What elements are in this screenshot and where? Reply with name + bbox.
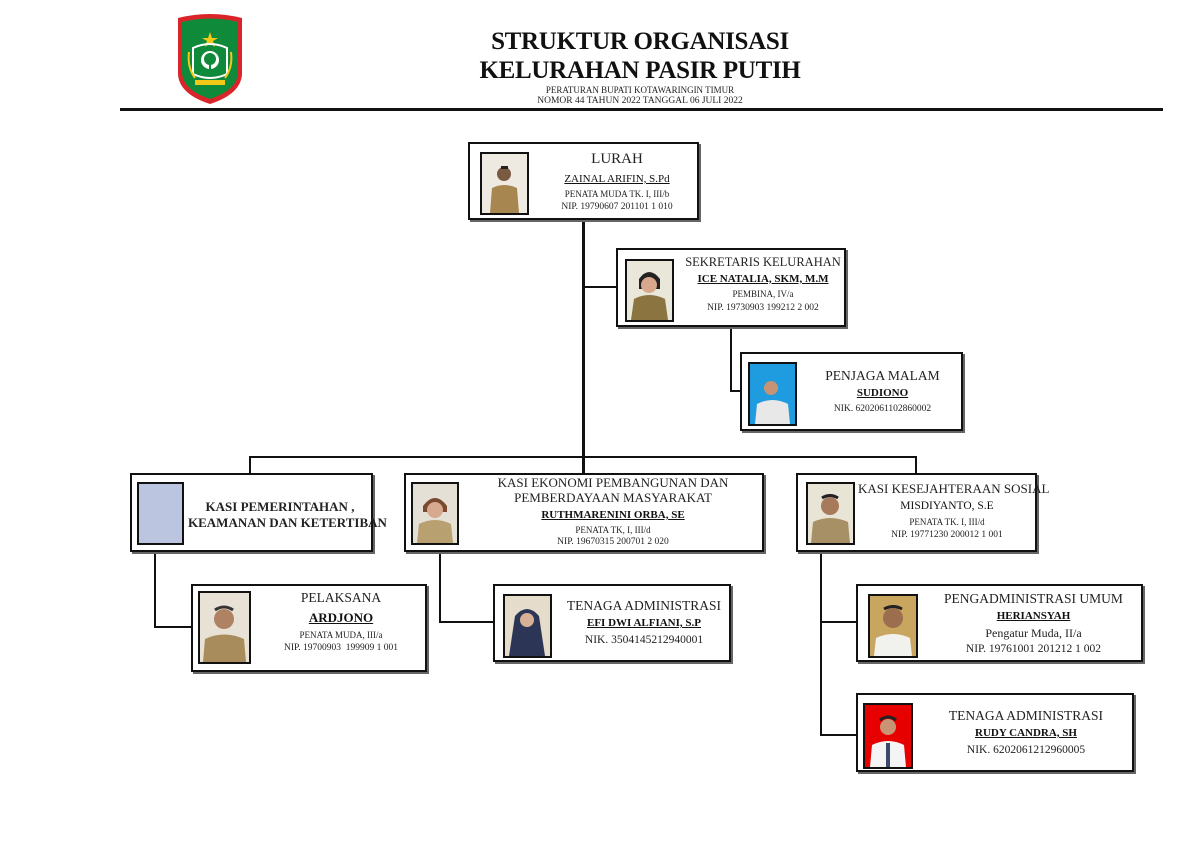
connector-to-kasi-ekonomi bbox=[582, 456, 585, 474]
nip-sekretaris: NIP. 19730903 199212 2 002 bbox=[707, 302, 819, 313]
role-kasi-ekonomi-line2: PEMBERDAYAAN MASYARAKAT bbox=[514, 489, 712, 505]
regency-emblem-logo bbox=[175, 12, 245, 106]
name-kasi-kesejahteraan: MISDIYANTO, S.E bbox=[900, 500, 994, 513]
connector-to-penjaga bbox=[730, 390, 741, 392]
role-lurah: LURAH bbox=[591, 151, 643, 167]
connector-ekonomi-down bbox=[439, 551, 441, 623]
role-kasi-ekonomi-line1: KASI EKONOMI PEMBANGUNAN DAN bbox=[497, 475, 729, 490]
node-penjaga-malam: PENJAGA MALAM SUDIONO NIK. 6202061102860… bbox=[740, 352, 963, 431]
photo-lurah bbox=[480, 152, 529, 215]
rank-kasi-ekonomi: PENATA TK, I, III/d bbox=[575, 524, 651, 535]
nip-lurah: NIP. 19790607 201101 1 010 bbox=[561, 201, 673, 212]
role-sekretaris: SEKRETARIS KELURAHAN bbox=[685, 255, 841, 269]
nip-kasi-ekonomi: NIP. 19670315 200701 2 020 bbox=[557, 536, 669, 547]
nip-pelaksana: NIP. 19700903 199909 1 001 bbox=[283, 643, 398, 654]
nik-tenaga-administrasi-1: NIK. 3504145212940001 bbox=[584, 633, 704, 646]
nip-pengadministrasi-umum: NIP. 19761001 201212 1 002 bbox=[965, 642, 1102, 655]
node-tenaga-administrasi-2: TENAGA ADMINISTRASI RUDY CANDRA, SH NIK.… bbox=[856, 693, 1134, 772]
name-pengadministrasi-umum: HERIANSYAH bbox=[996, 609, 1071, 622]
photo-tenaga-administrasi-1 bbox=[503, 594, 552, 658]
nik-tenaga-administrasi-2: NIK. 6202061212960005 bbox=[966, 743, 1086, 756]
connector-kesejahteraan-down bbox=[820, 551, 822, 736]
photo-sekretaris bbox=[625, 259, 674, 322]
name-penjaga-malam: SUDIONO bbox=[856, 386, 909, 399]
nip-kasi-kesejahteraan: NIP. 19771230 200012 1 001 bbox=[891, 529, 1003, 540]
photo-pengadministrasi-umum bbox=[868, 594, 918, 658]
chart-title: STRUKTUR ORGANISASI bbox=[491, 28, 789, 55]
node-pengadministrasi-umum: PENGADMINISTRASI UMUM HERIANSYAH Pengatu… bbox=[856, 584, 1143, 662]
name-pelaksana: ARDJONO bbox=[308, 609, 374, 625]
node-kasi-ekonomi: KASI EKONOMI PEMBANGUNAN DAN PEMBERDAYAA… bbox=[404, 473, 764, 552]
photo-penjaga-malam bbox=[748, 362, 797, 426]
role-pengadministrasi-umum: PENGADMINISTRASI UMUM bbox=[944, 591, 1123, 606]
rank-pelaksana: PENATA MUDA, III/a bbox=[299, 630, 383, 641]
node-kasi-kesejahteraan: KASI KESEJAHTERAAN SOSIAL MISDIYANTO, S.… bbox=[796, 473, 1050, 552]
role-tenaga-administrasi-1: TENAGA ADMINISTRASI bbox=[566, 598, 722, 613]
node-lurah: LURAH ZAINAL ARIFIN, S.Pd PENATA MUDA TK… bbox=[468, 142, 699, 220]
regulation-line-2: NOMOR 44 TAHUN 2022 TANGGAL 06 JULI 2022 bbox=[537, 96, 743, 106]
node-tenaga-administrasi-1: TENAGA ADMINISTRASI EFI DWI ALFIANI, S.P… bbox=[493, 584, 731, 662]
role-kasi-pemerintahan-line2: KEAMANAN DAN KETERTIBAN bbox=[188, 514, 387, 530]
nik-penjaga-malam: NIK. 6202061102860002 bbox=[833, 403, 932, 414]
role-kasi-kesejahteraan: KASI KESEJAHTERAAN SOSIAL bbox=[858, 481, 1050, 496]
rank-pengadministrasi-umum: Pengatur Muda, II/a bbox=[985, 625, 1082, 640]
rank-lurah: PENATA MUDA TK. I, III/b bbox=[564, 188, 670, 199]
regulation-line-1: PERATURAN BUPATI KOTAWARINGIN TIMUR bbox=[545, 85, 735, 95]
name-tenaga-administrasi-2: RUDY CANDRA, SH bbox=[975, 726, 1077, 739]
rank-kasi-kesejahteraan: PENATA TK. I, III/d bbox=[909, 516, 985, 527]
name-lurah: ZAINAL ARIFIN, S.Pd bbox=[564, 172, 670, 185]
connector-to-tenaga-admin-1 bbox=[439, 621, 494, 623]
photo-tenaga-administrasi-2 bbox=[863, 703, 913, 769]
connector-to-pengadministrasi bbox=[820, 621, 857, 623]
connector-pemerintahan-down bbox=[154, 551, 156, 628]
name-kasi-ekonomi: RUTHMARENINI ORBA, SE bbox=[541, 508, 685, 521]
connector-main-vertical bbox=[582, 219, 585, 458]
role-pelaksana: PELAKSANA bbox=[300, 590, 382, 605]
photo-placeholder-kasi-pemerintahan bbox=[137, 482, 184, 545]
rank-sekretaris: PEMBINA, IV/a bbox=[732, 289, 794, 300]
photo-pelaksana bbox=[198, 591, 251, 664]
name-sekretaris: ICE NATALIA, SKM, M.M bbox=[697, 272, 829, 285]
connector-to-pelaksana bbox=[154, 626, 192, 628]
node-kasi-pemerintahan: KASI PEMERINTAHAN , KEAMANAN DAN KETERTI… bbox=[130, 473, 387, 552]
role-kasi-pemerintahan-line1: KASI PEMERINTAHAN , bbox=[205, 499, 355, 514]
node-sekretaris-kelurahan: SEKRETARIS KELURAHAN ICE NATALIA, SKM, M… bbox=[616, 248, 846, 327]
role-tenaga-administrasi-2: TENAGA ADMINISTRASI bbox=[948, 708, 1104, 723]
connector-to-tenaga-admin-2 bbox=[820, 734, 857, 736]
name-tenaga-administrasi-1: EFI DWI ALFIANI, S.P bbox=[587, 616, 701, 629]
role-penjaga-malam: PENJAGA MALAM bbox=[825, 368, 940, 383]
header-divider bbox=[120, 108, 1163, 111]
node-pelaksana: PELAKSANA ARDJONO PENATA MUDA, III/a NIP… bbox=[191, 584, 427, 672]
photo-kasi-kesejahteraan bbox=[806, 482, 855, 545]
connector-sekretaris-down bbox=[730, 326, 732, 392]
photo-kasi-ekonomi bbox=[411, 482, 459, 545]
connector-to-sekretaris bbox=[582, 286, 617, 288]
chart-subtitle: KELURAHAN PASIR PUTIH bbox=[479, 57, 801, 84]
connector-to-kasi-pemerintahan bbox=[249, 456, 251, 474]
connector-to-kasi-kesejahteraan bbox=[915, 456, 917, 474]
